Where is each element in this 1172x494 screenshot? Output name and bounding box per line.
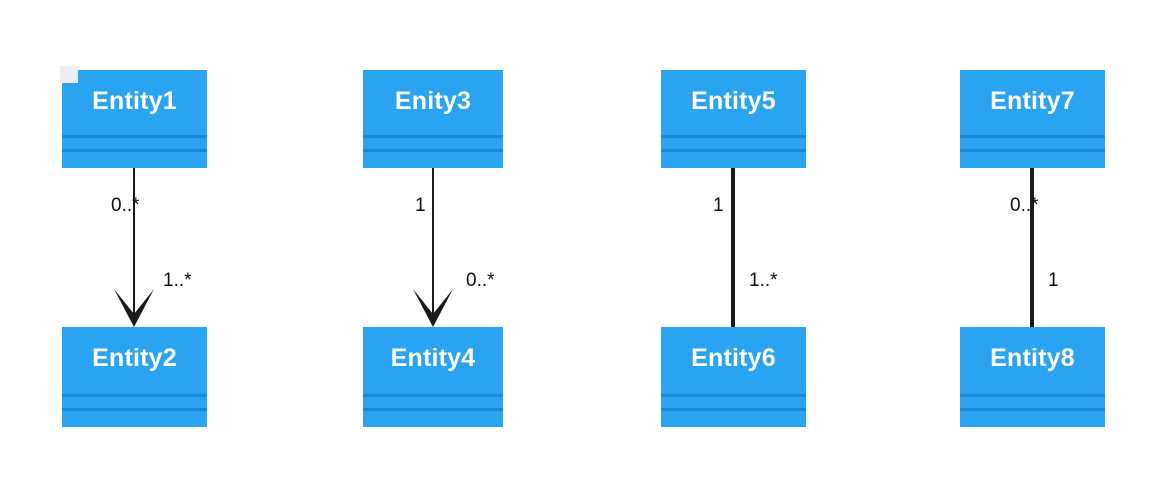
multiplicity-target-rel-3-4: 0..* [466, 270, 495, 291]
entity-box-entity5[interactable]: Entity5 [661, 70, 806, 168]
entity-title: Entity5 [691, 87, 776, 115]
arrowhead-rel-3-4 [413, 289, 453, 327]
entity-title: Enity3 [394, 87, 472, 115]
multiplicity-target-rel-7-8: 1 [1048, 270, 1059, 291]
operations-divider [363, 408, 503, 411]
entity-title: Entity4 [390, 344, 476, 372]
entity-box-entity2[interactable]: Entity2 [62, 327, 207, 427]
attributes-divider [363, 394, 503, 397]
multiplicity-source-rel-7-8: 0..* [1010, 195, 1039, 216]
attributes-divider [661, 135, 806, 138]
entity-box-entity1[interactable]: Entity1 [62, 70, 207, 168]
entity-box-entity7[interactable]: Entity7 [960, 70, 1105, 168]
entity-box-entity8[interactable]: Entity8 [960, 327, 1105, 427]
selection-handle-artifact-icon [60, 66, 78, 83]
entity-title: Entity6 [691, 344, 776, 372]
multiplicity-source-rel-3-4: 1 [415, 195, 426, 216]
attributes-divider [661, 394, 806, 397]
operations-divider [661, 408, 806, 411]
arrowhead-rel-1-2 [114, 289, 154, 327]
multiplicity-source-rel-5-6: 1 [713, 195, 724, 216]
attributes-divider [960, 394, 1105, 397]
attributes-divider [363, 135, 503, 138]
attributes-divider [960, 135, 1105, 138]
entity-title: Entity1 [92, 87, 177, 115]
multiplicity-source-rel-1-2: 0..* [111, 195, 140, 216]
operations-divider [363, 149, 503, 152]
entity-title: Entity8 [990, 344, 1075, 372]
entity-box-entity6[interactable]: Entity6 [661, 327, 806, 427]
entity-box-entity3[interactable]: Enity3 [363, 70, 503, 168]
entity-box-entity4[interactable]: Entity4 [363, 327, 503, 427]
multiplicity-target-rel-1-2: 1..* [163, 270, 192, 291]
multiplicity-target-rel-5-6: 1..* [749, 270, 778, 291]
entity-title: Entity2 [92, 344, 177, 372]
operations-divider [661, 149, 806, 152]
entity-title: Entity7 [990, 87, 1075, 115]
operations-divider [960, 149, 1105, 152]
operations-divider [62, 408, 207, 411]
operations-divider [62, 149, 207, 152]
operations-divider [960, 408, 1105, 411]
attributes-divider [62, 135, 207, 138]
attributes-divider [62, 394, 207, 397]
